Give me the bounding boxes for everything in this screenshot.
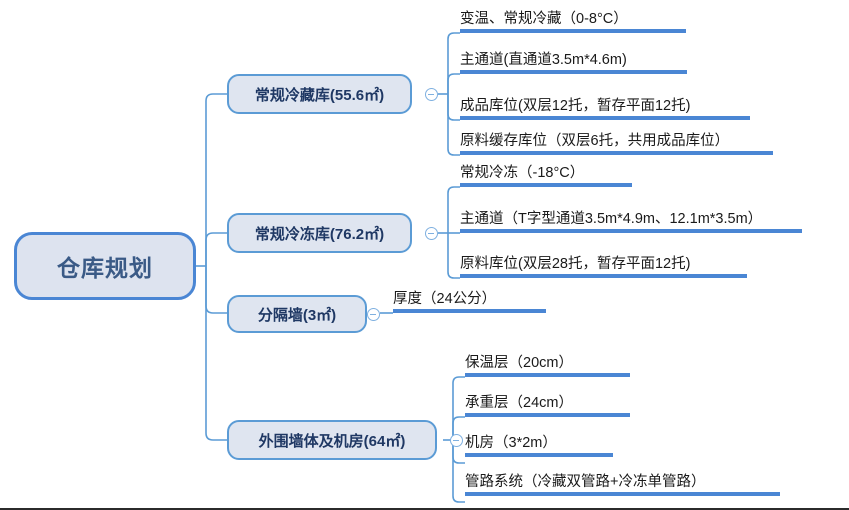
leaf-label: 厚度（24公分） xyxy=(393,290,497,307)
leaf-label: 保温层（20cm） xyxy=(465,354,573,371)
branch-node-freezer-storage[interactable]: 常规冷冻库(76.2㎡) xyxy=(227,213,412,253)
leaf-item[interactable]: 承重层（24cm） xyxy=(465,391,630,417)
leaf-underline xyxy=(460,70,687,74)
leaf-underline xyxy=(465,413,630,417)
leaf-item[interactable]: 机房（3*2m） xyxy=(465,431,613,457)
leaf-underline xyxy=(460,274,747,278)
leaf-label: 常规冷冻（-18°C） xyxy=(460,164,585,181)
leaf-underline xyxy=(460,116,750,120)
root-node[interactable]: 仓库规划 xyxy=(14,232,196,300)
leaf-label: 成品库位(双层12托，暂存平面12托) xyxy=(460,97,691,114)
leaf-underline xyxy=(393,309,546,313)
collapse-toggle-icon[interactable] xyxy=(367,307,380,321)
leaf-label: 主通道(直通道3.5m*4.6m) xyxy=(460,51,627,68)
leaf-item[interactable]: 主通道（T字型通道3.5m*4.9m、12.1m*3.5m） xyxy=(460,207,802,233)
leaf-label: 变温、常规冷藏（0-8°C） xyxy=(460,10,628,27)
leaf-label: 原料库位(双层28托，暂存平面12托) xyxy=(460,255,691,272)
leaf-item[interactable]: 管路系统（冷藏双管路+冷冻单管路） xyxy=(465,470,780,496)
leaf-label: 机房（3*2m） xyxy=(465,434,557,451)
branch-node-label: 常规冷冻库(76.2㎡) xyxy=(254,225,385,243)
branch-node-cold-storage[interactable]: 常规冷藏库(55.6㎡) xyxy=(227,74,412,114)
leaf-underline xyxy=(460,151,773,155)
leaf-item[interactable]: 成品库位(双层12托，暂存平面12托) xyxy=(460,94,750,120)
root-node-label: 仓库规划 xyxy=(57,255,153,281)
leaf-underline xyxy=(465,373,630,377)
leaf-item[interactable]: 变温、常规冷藏（0-8°C） xyxy=(460,7,686,33)
leaf-label: 管路系统（冷藏双管路+冷冻单管路） xyxy=(465,473,706,490)
leaf-underline xyxy=(460,29,686,33)
branch-node-label: 分隔墙(3㎡) xyxy=(257,306,337,324)
leaf-underline xyxy=(460,183,632,187)
leaf-label: 承重层（24cm） xyxy=(465,394,573,411)
leaf-item[interactable]: 主通道(直通道3.5m*4.6m) xyxy=(460,48,687,74)
leaf-label: 主通道（T字型通道3.5m*4.9m、12.1m*3.5m） xyxy=(460,210,763,227)
leaf-underline xyxy=(460,229,802,233)
leaf-item[interactable]: 原料缓存库位（双层6托，共用成品库位） xyxy=(460,129,773,155)
leaf-item[interactable]: 厚度（24公分） xyxy=(393,287,546,313)
collapse-toggle-icon[interactable] xyxy=(450,433,463,447)
branch-node-label: 外围墙体及机房(64㎡) xyxy=(258,432,406,450)
leaf-label: 原料缓存库位（双层6托，共用成品库位） xyxy=(460,132,730,149)
branch-node-label: 常规冷藏库(55.6㎡) xyxy=(254,86,385,104)
bottom-divider xyxy=(0,508,849,510)
collapse-toggle-icon[interactable] xyxy=(425,87,438,101)
leaf-underline xyxy=(465,492,780,496)
branch-node-outer-wall-machine-room[interactable]: 外围墙体及机房(64㎡) xyxy=(227,420,437,460)
leaf-underline xyxy=(465,453,613,457)
branch-node-partition-wall[interactable]: 分隔墙(3㎡) xyxy=(227,295,367,333)
leaf-item[interactable]: 原料库位(双层28托，暂存平面12托) xyxy=(460,252,747,278)
collapse-toggle-icon[interactable] xyxy=(425,226,438,240)
leaf-item[interactable]: 常规冷冻（-18°C） xyxy=(460,161,632,187)
leaf-item[interactable]: 保温层（20cm） xyxy=(465,351,630,377)
